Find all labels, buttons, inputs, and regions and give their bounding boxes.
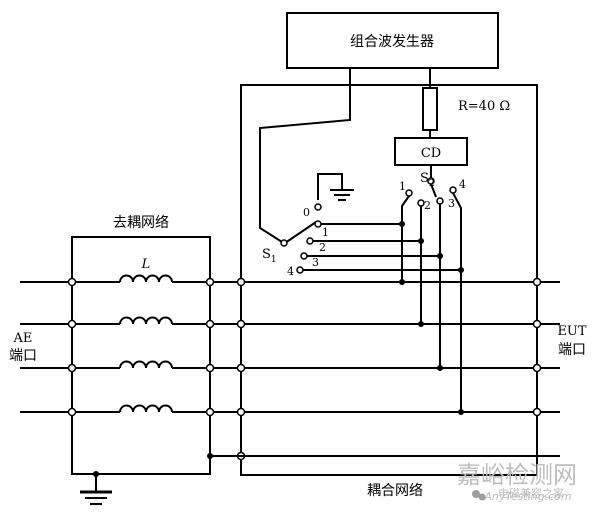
node-s1-2 [418, 238, 424, 244]
s2-label-4: 4 [459, 178, 466, 191]
s2-wire-4 [452, 192, 462, 412]
s2-name-sub: 2 [429, 179, 435, 189]
watermark-account: 电磁兼容之家 [498, 486, 564, 500]
s1-contact-3 [300, 252, 308, 260]
watermark-main: 嘉峪检测网 [457, 461, 577, 489]
junction-ground-line [207, 453, 213, 459]
junction-line-1 [399, 279, 405, 285]
eut-port-line1: EUT [557, 324, 586, 339]
s1-label-3: 3 [312, 256, 319, 269]
s1-name-sub: 1 [271, 255, 277, 265]
coupling-network-box [240, 84, 538, 476]
wechat-icon [472, 490, 486, 501]
ae-port-line1: AE [13, 331, 33, 346]
junction-line-2 [418, 321, 424, 327]
inductor-1 [119, 274, 173, 284]
inductor-4 [119, 404, 173, 414]
decoupling-ground-node [93, 471, 99, 477]
decoupling-network-label: 去耦网络 [113, 215, 169, 231]
decoupling-network-box [71, 236, 211, 475]
inductor-3 [119, 360, 173, 370]
generator-label: 组合波发生器 [350, 34, 434, 50]
coupling-network-label: 耦合网络 [367, 483, 423, 499]
s2-label-1: 1 [399, 180, 406, 193]
s1-contact-2 [306, 237, 314, 245]
s2-name: S2 [420, 171, 435, 189]
s1-label-0: 0 [303, 206, 310, 219]
inductor-label: L [141, 257, 151, 272]
cd-label: CD [421, 146, 441, 161]
s1-contact-0 [314, 203, 322, 211]
watermark-url: AnyTesting.com [483, 490, 571, 503]
s2-switch-arm [430, 183, 437, 198]
ground-wire-s1 [317, 173, 343, 200]
junction-line-4 [458, 409, 464, 415]
s2-label-3: 3 [448, 197, 455, 210]
generator-left-lead [259, 68, 351, 243]
terminal-nodes [67, 277, 542, 461]
s1-contact-1 [314, 220, 322, 228]
resistor-symbol [422, 87, 438, 131]
s2-contact-3 [436, 197, 444, 205]
s1-label-4: 4 [287, 265, 294, 278]
node-s1-1 [399, 221, 405, 227]
s2-contact-4 [449, 186, 457, 194]
node-s1-3 [437, 253, 443, 259]
s2-wire-1 [401, 195, 410, 282]
ae-port-line2: 端口 [9, 348, 37, 364]
s1-label-1: 1 [322, 226, 329, 239]
ground-symbol-decoupling [80, 490, 112, 505]
s2-label-2: 2 [424, 199, 431, 212]
inductor-2 [119, 316, 173, 326]
s1-label-2: 2 [319, 241, 326, 254]
s1-pivot [280, 239, 288, 247]
s2-name-main: S [420, 171, 429, 186]
eut-port-line2: 端口 [558, 342, 586, 358]
s2-contact-1 [405, 189, 413, 197]
node-s1-4 [458, 267, 464, 273]
junction-line-3 [437, 365, 443, 371]
generator-box [286, 12, 499, 69]
resistor-label: R=40 Ω [458, 99, 510, 114]
s1-contact-4 [296, 266, 304, 274]
s1-switch-arm [284, 221, 317, 244]
s1-name: S1 [262, 247, 277, 265]
s1-name-main: S [262, 247, 271, 262]
